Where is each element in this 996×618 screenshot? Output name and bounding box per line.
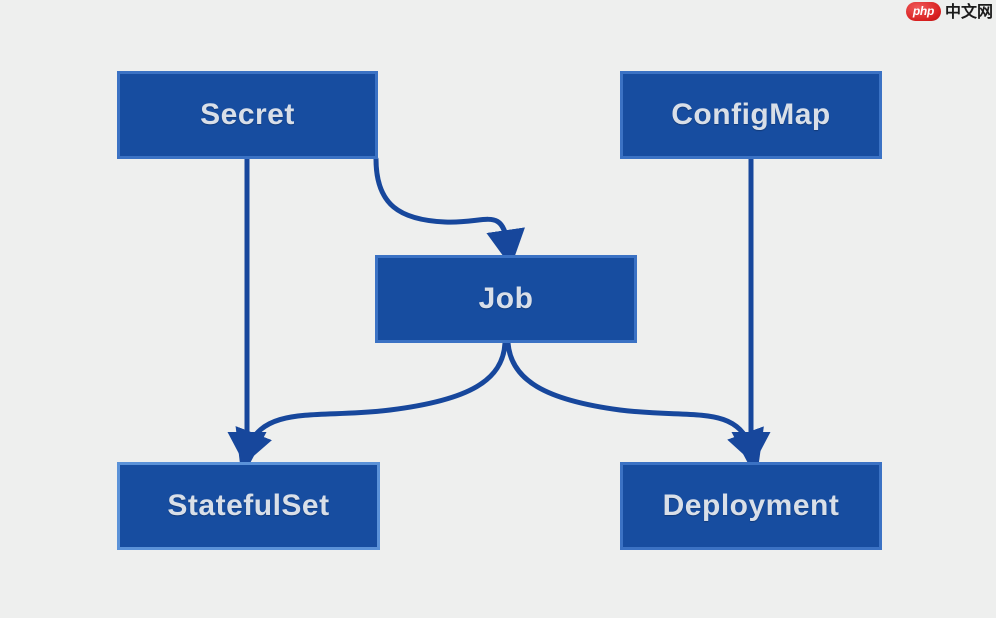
node-deployment-label: Deployment bbox=[662, 489, 840, 522]
node-statefulset-label: StatefulSet bbox=[167, 489, 330, 522]
node-secret-label: Secret bbox=[200, 98, 295, 131]
node-configmap[interactable]: ConfigMap bbox=[620, 71, 882, 159]
node-statefulset[interactable]: StatefulSet bbox=[117, 462, 380, 550]
edge-secret-to-job bbox=[373, 156, 525, 267]
watermark: php 中文网 bbox=[905, 1, 993, 21]
node-configmap-label: ConfigMap bbox=[671, 98, 831, 131]
node-job[interactable]: Job bbox=[375, 255, 637, 343]
edge-job-to-statefulset bbox=[235, 340, 508, 468]
php-logo-icon: php bbox=[905, 2, 941, 21]
node-secret[interactable]: Secret bbox=[117, 71, 378, 159]
node-job-label: Job bbox=[478, 282, 534, 315]
edge-job-to-deployment bbox=[505, 340, 764, 468]
watermark-text: 中文网 bbox=[944, 1, 993, 21]
node-deployment[interactable]: Deployment bbox=[620, 462, 882, 550]
